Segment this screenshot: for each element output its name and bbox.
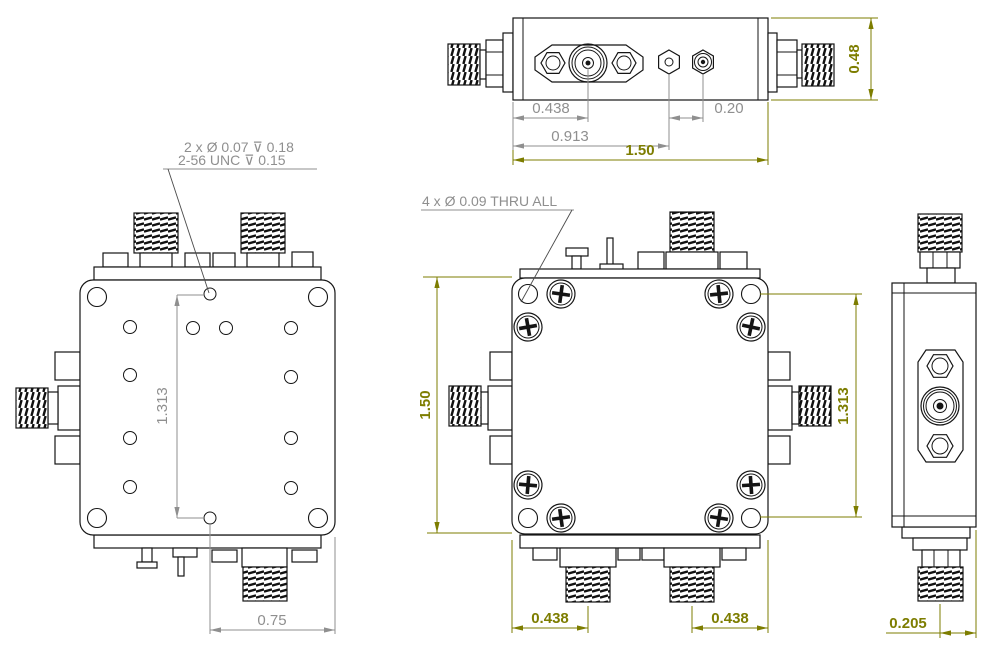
cover-plate	[79, 279, 336, 536]
body-edge-lines	[892, 283, 976, 527]
bottom-view-dimensions: 1.313 0.75 2 x Ø 0.07 ⊽ 0.18 2-56 UNC ⊽ …	[154, 139, 336, 634]
leader-line	[167, 168, 210, 294]
end-view-dimensions: 0.205	[886, 530, 977, 638]
sma-port-down-right	[669, 566, 715, 603]
note-thru-holes: 4 x Ø 0.09 THRU ALL	[422, 193, 557, 209]
end-view	[891, 213, 977, 602]
dim-hole-span: 1.313	[835, 387, 852, 425]
note-tapped-line2: 2-56 UNC ⊽ 0.15	[178, 152, 286, 168]
sma-port-up	[669, 211, 715, 253]
tapped-hole-top	[203, 287, 217, 301]
thread-barrel	[447, 43, 481, 86]
rf-connector-face	[534, 43, 644, 83]
gray-dim-arrows	[174, 295, 335, 633]
sma-port-west	[15, 351, 81, 465]
rf-connector-face-end	[917, 349, 964, 463]
sma-port-down-left	[565, 566, 611, 603]
sma-port-down	[242, 566, 288, 602]
olive-dim-lines	[512, 17, 878, 165]
side-view	[447, 17, 835, 101]
top-edge-parts	[519, 211, 761, 279]
sma-port-east	[767, 351, 832, 465]
olive-dim-arrows	[513, 18, 874, 163]
housing-top-face	[511, 277, 769, 535]
bottom-edge-parts	[93, 534, 322, 602]
gray-dim-arrows	[513, 115, 703, 149]
dim-hole-span: 1.313	[154, 387, 171, 425]
tapped-hole-note: 2 x Ø 0.07 ⊽ 0.18 2-56 UNC ⊽ 0.15	[163, 139, 317, 294]
dim-standoff-to-pin: 0.20	[714, 100, 743, 117]
bottom-edge-parts	[519, 534, 761, 603]
olive-dim-arrows	[940, 630, 976, 636]
dim-overall-height: 0.48	[846, 44, 863, 73]
hex-standoff-face	[657, 49, 681, 75]
note-tapped-line1: 2 x Ø 0.07 ⊽ 0.18	[184, 139, 294, 155]
corner-holes	[86, 286, 329, 529]
dim-right-port: 0.438	[711, 610, 749, 627]
dim-left-port: 0.438	[531, 610, 569, 627]
sma-port-up-left	[133, 212, 179, 268]
sma-port-west-side	[447, 32, 514, 93]
dim-overall-length: 1.50	[625, 142, 654, 159]
bias-pin	[606, 237, 614, 266]
dim-port-to-edge: 0.205	[889, 615, 927, 632]
top-view	[448, 211, 832, 603]
top-view-dimensions: 1.50 1.313 0.438 0.438 4 x Ø 0.09 THRU A…	[417, 193, 862, 633]
leader-line	[520, 209, 573, 303]
dim-left-to-port: 0.438	[532, 100, 570, 117]
thread-barrel	[801, 43, 835, 87]
olive-dim-lines	[423, 276, 862, 633]
thru-hole-note: 4 x Ø 0.09 THRU ALL	[421, 193, 574, 303]
screw-holes	[123, 287, 298, 525]
side-view-dimensions: 0.438 0.20 0.913 1.50 0.48	[512, 17, 878, 165]
dim-left-to-standoff: 0.913	[551, 128, 589, 145]
sma-port-east-side	[767, 32, 835, 93]
sma-port-up-end	[917, 213, 963, 284]
pin-connector-face	[691, 49, 715, 75]
gray-dim-lines	[176, 294, 336, 634]
dim-overall: 1.50	[417, 390, 434, 419]
olive-dim-arrows	[434, 277, 859, 631]
sma-port-west	[448, 351, 513, 465]
bottom-view	[15, 212, 336, 602]
sma-port-up-right	[240, 212, 286, 268]
olive-dim-lines	[886, 530, 977, 638]
body-edge-lines	[522, 18, 759, 100]
sma-port-down-end	[901, 526, 971, 602]
gray-dim-lines	[512, 68, 704, 150]
dim-center-to-edge: 0.75	[257, 612, 286, 629]
standoff-cap	[565, 247, 589, 257]
